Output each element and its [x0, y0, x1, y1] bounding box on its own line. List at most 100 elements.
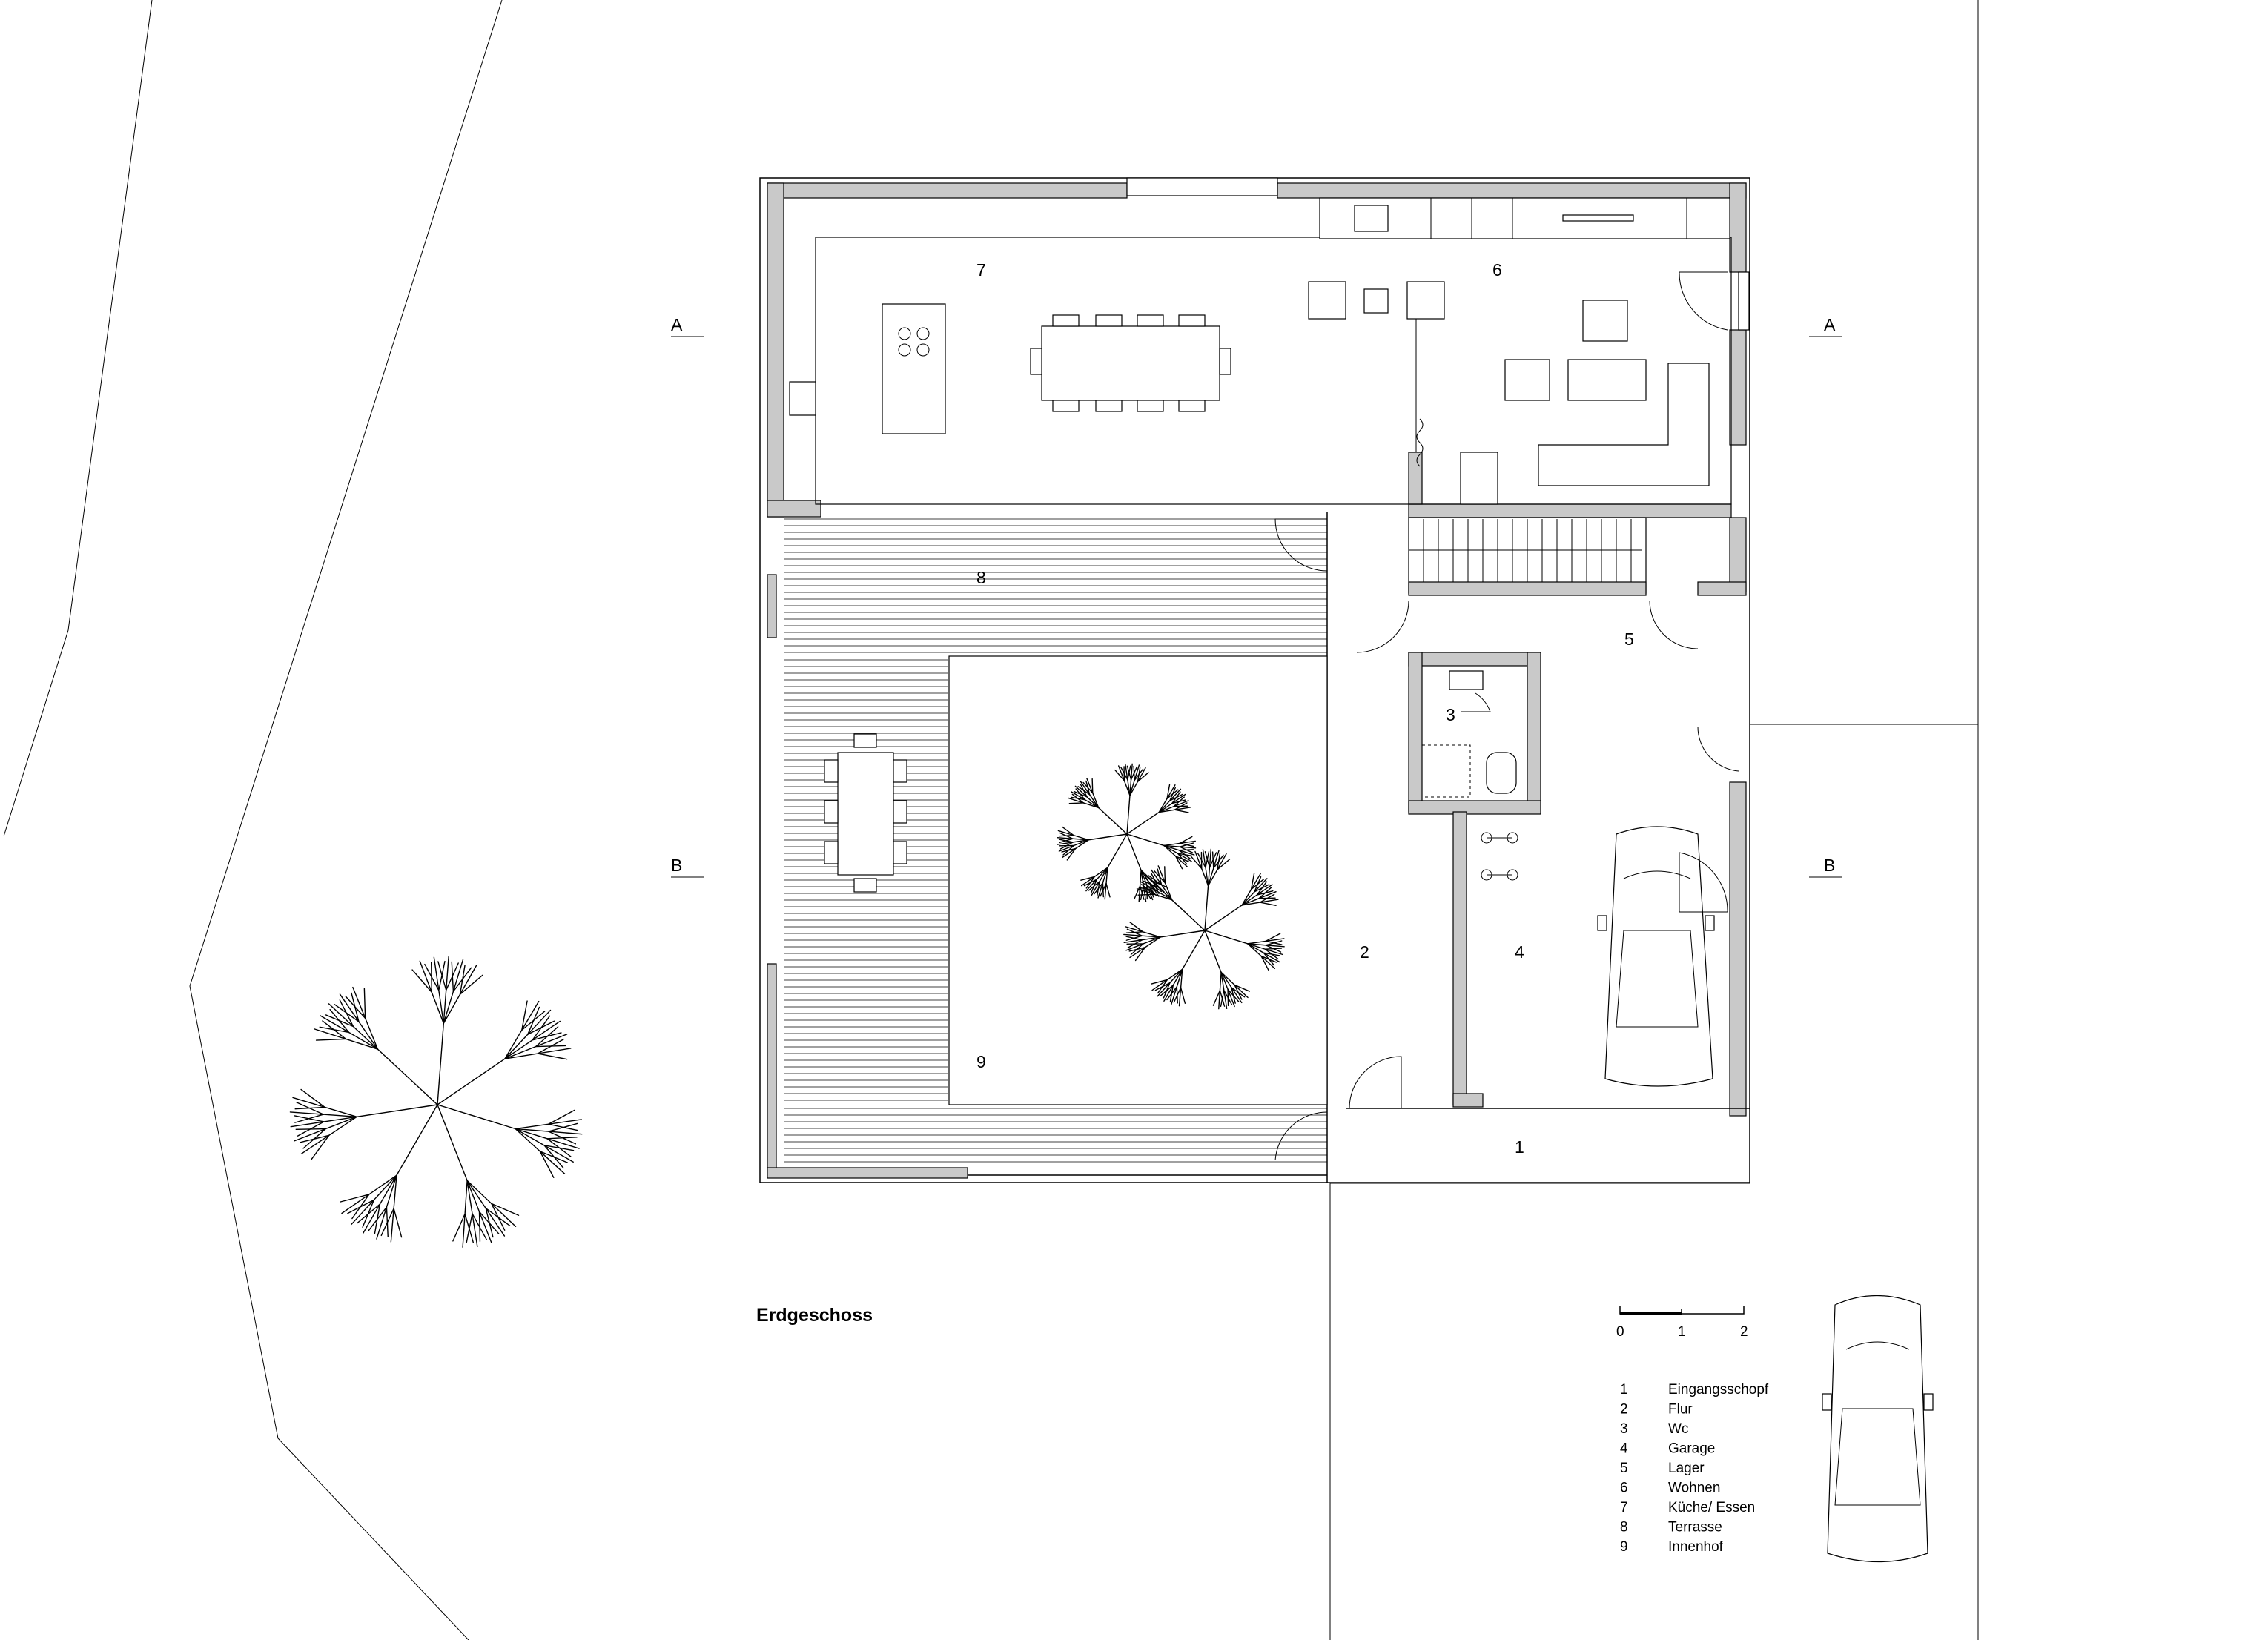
tree-twig — [1137, 767, 1141, 782]
tree-twig — [1082, 781, 1094, 794]
tree-twig — [464, 1213, 474, 1243]
tree-twig — [527, 1006, 540, 1035]
tree-twig — [1091, 879, 1098, 893]
tree-branch — [1126, 795, 1131, 835]
tree-twig — [1265, 940, 1283, 946]
legend-room-name: Flur — [1668, 1402, 1693, 1418]
legend-room-name: Terrasse — [1668, 1520, 1722, 1535]
tree-twig — [543, 1145, 575, 1151]
wc-fixtures — [1421, 670, 1517, 798]
tree-twig — [1169, 787, 1176, 801]
legend-number: 6 — [1620, 1481, 1628, 1496]
tree-twig — [1102, 882, 1104, 898]
tree-twig — [1264, 948, 1283, 950]
tree-twig — [325, 1014, 354, 1028]
legend-number: 2 — [1620, 1402, 1628, 1418]
tree-twig — [1260, 955, 1277, 963]
tree-branch — [1126, 833, 1165, 847]
tree-twig — [1059, 838, 1074, 844]
tree-twig — [1265, 933, 1281, 942]
tree-twig — [300, 1088, 325, 1108]
tree-twig — [1177, 853, 1192, 856]
tree-twig — [1171, 791, 1181, 804]
tree-twig — [1151, 880, 1166, 887]
tree-twig — [374, 1203, 381, 1234]
tree-twig — [297, 1121, 325, 1137]
tree-twig — [1139, 887, 1157, 892]
tree-twig — [1212, 990, 1221, 1006]
legend-room-name: Wohnen — [1668, 1481, 1720, 1496]
tree-twig — [1066, 847, 1077, 861]
scale-tick-2: 2 — [1740, 1324, 1748, 1340]
tree-twig — [294, 1114, 325, 1123]
tree-twig — [1227, 988, 1240, 1002]
house — [759, 177, 1750, 1183]
tree-twig — [1114, 769, 1125, 781]
legend-room-name: Eingangsschopf — [1668, 1382, 1769, 1398]
tree-twig — [1173, 796, 1185, 807]
tree-twig — [1148, 874, 1163, 886]
tree-twig — [451, 961, 454, 992]
tree-twig — [1256, 881, 1268, 896]
tree-twig — [1197, 853, 1206, 868]
scale-tick-0: 0 — [1616, 1324, 1624, 1340]
car-icon — [1822, 1295, 1934, 1563]
tree-twig — [1097, 881, 1100, 896]
door-arcs — [1274, 518, 1739, 1161]
legend-room-name: Wc — [1668, 1421, 1688, 1437]
tree-branch — [437, 1058, 506, 1105]
tree-twig — [1179, 836, 1193, 844]
tree-twig — [1129, 922, 1144, 933]
tree-twig — [1163, 982, 1171, 999]
terrace-decking-south — [784, 1108, 1327, 1163]
tree-twig — [319, 1026, 350, 1034]
legend-room-name: Küche/ Essen — [1668, 1500, 1755, 1515]
tree-twig — [302, 1128, 326, 1149]
tree-twig — [539, 1151, 569, 1163]
tree-twig — [1157, 979, 1168, 994]
tree-twig — [1263, 952, 1280, 956]
scale-tick-1: 1 — [1678, 1324, 1686, 1340]
tree-icon — [289, 763, 1285, 1248]
legend-number: 4 — [1620, 1441, 1628, 1457]
tree-twig — [1126, 765, 1132, 781]
tree-twig — [1120, 767, 1128, 781]
tree-branch — [377, 1048, 438, 1105]
tree-twig — [546, 1137, 578, 1140]
tree-twig — [1258, 887, 1272, 899]
tree-twig — [1070, 796, 1085, 801]
tree-twig — [1077, 786, 1091, 796]
room-number-4: 4 — [1515, 942, 1524, 962]
tree-twig — [537, 1053, 568, 1060]
tree-twig — [411, 969, 432, 993]
tree-twig — [1130, 943, 1144, 956]
tree-twig — [1254, 876, 1262, 893]
room-number-6: 6 — [1492, 260, 1502, 280]
tree-twig — [1059, 842, 1074, 850]
tree-twig — [537, 1038, 565, 1054]
tree-twig — [1190, 856, 1203, 870]
tree-branch — [1204, 905, 1243, 931]
tree-twig — [1164, 866, 1166, 884]
tree-branch — [1160, 930, 1206, 938]
tree-branch — [437, 1022, 445, 1105]
tree-twig — [1204, 851, 1211, 868]
room-number-3: 3 — [1446, 705, 1455, 724]
tree-twig — [1174, 802, 1188, 810]
tree-twig — [345, 995, 366, 1019]
tree-branch — [396, 1104, 438, 1176]
room-number-9: 9 — [976, 1052, 986, 1071]
tree-twig — [1143, 880, 1160, 888]
tree-twig — [315, 1038, 347, 1041]
section-a-right: A — [1824, 315, 1836, 334]
tree-twig — [1125, 935, 1143, 941]
tree-twig — [1137, 772, 1149, 782]
bicycles — [1481, 832, 1518, 881]
tree-twig — [521, 1000, 528, 1031]
legend-number: 5 — [1620, 1461, 1628, 1476]
tree-twig — [1175, 856, 1183, 870]
tree-twig — [393, 1208, 403, 1238]
living-furniture — [1308, 271, 1728, 505]
tree-twig — [1223, 990, 1233, 1005]
